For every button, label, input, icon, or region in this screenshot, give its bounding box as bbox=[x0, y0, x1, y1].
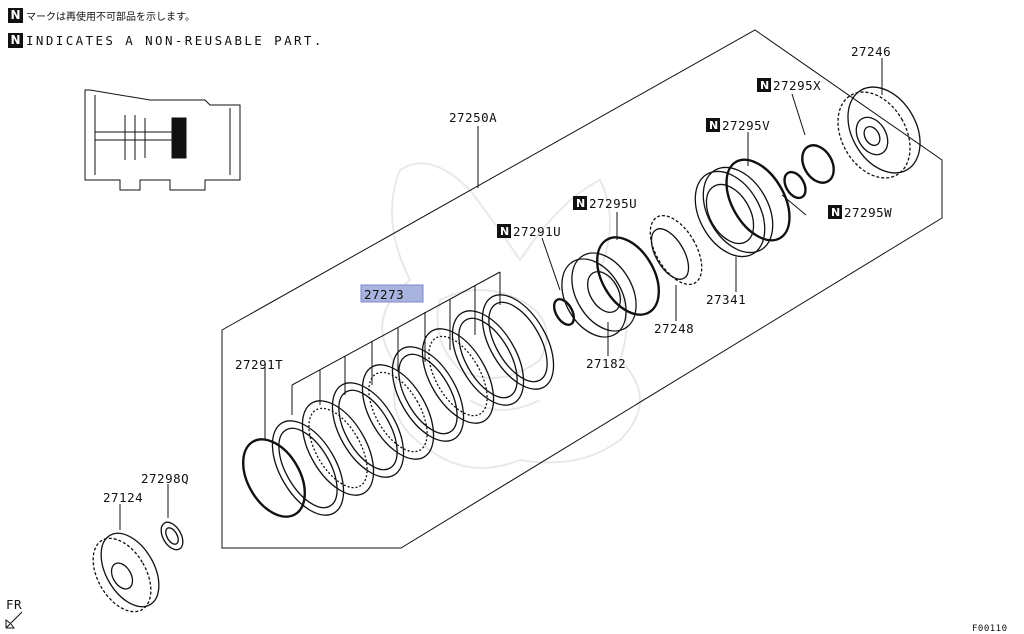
snap-ring-27291t bbox=[242, 438, 306, 518]
label-27291t: 27291T bbox=[235, 357, 283, 372]
legend-english-text: INDICATES A NON-REUSABLE PART. bbox=[26, 33, 324, 48]
marker-n-27295v: N bbox=[709, 119, 718, 132]
label-27298q: 27298Q bbox=[141, 471, 189, 486]
thrust-washer-27298q bbox=[160, 521, 184, 551]
non-reusable-marker-letters: N N N N N bbox=[500, 79, 840, 238]
label-27246: 27246 bbox=[851, 44, 891, 59]
label-27273[interactable]: 27273 bbox=[364, 287, 404, 302]
label-27295w: 27295W bbox=[844, 205, 892, 220]
snap-ring-27291u bbox=[552, 298, 576, 326]
retainer-27341 bbox=[694, 166, 774, 258]
marker-n-27291u: N bbox=[500, 225, 509, 238]
label-27248: 27248 bbox=[654, 321, 694, 336]
piston-27182 bbox=[561, 252, 637, 338]
marker-n-27295u: N bbox=[576, 197, 585, 210]
watermark-emblem bbox=[381, 162, 641, 469]
seal-27295v bbox=[725, 158, 791, 242]
clutch-plates-stack bbox=[271, 294, 555, 516]
label-27250a: 27250A bbox=[449, 110, 497, 125]
clutch-drum-27246 bbox=[837, 86, 921, 179]
non-reusable-badge-icon: N bbox=[8, 8, 23, 23]
figure-code: F00110 bbox=[972, 624, 1008, 634]
seal-27295x bbox=[801, 144, 835, 184]
assembly-27250a-outline bbox=[221, 29, 943, 549]
seal-27295u bbox=[596, 236, 660, 316]
legend-row-english: N INDICATES A NON-REUSABLE PART. bbox=[8, 33, 324, 48]
direction-label: FR bbox=[6, 597, 22, 612]
front-direction-arrow-icon bbox=[5, 611, 23, 629]
leader-lines bbox=[119, 58, 883, 530]
marker-n-27295w: N bbox=[831, 206, 840, 219]
seal-27295w bbox=[783, 170, 807, 200]
return-spring-27248 bbox=[649, 214, 703, 286]
label-27295x: 27295X bbox=[773, 78, 821, 93]
legend-japanese-text: マークは再使用不可部品を示します。 bbox=[26, 12, 195, 23]
marker-n-27295x: N bbox=[760, 79, 769, 92]
clutch-plate-bracket bbox=[291, 271, 501, 415]
non-reusable-badge-icon: N bbox=[8, 33, 23, 48]
label-27295v: 27295V bbox=[722, 118, 770, 133]
label-27341: 27341 bbox=[706, 292, 746, 307]
hub-gear-27124 bbox=[92, 532, 160, 613]
non-reusable-markers bbox=[497, 78, 842, 238]
label-27291u: 27291U bbox=[513, 224, 561, 239]
label-27295u: 27295U bbox=[589, 196, 637, 211]
selected-part-highlight bbox=[360, 284, 424, 303]
label-27124: 27124 bbox=[103, 490, 143, 505]
legend-row-japanese: N マークは再使用不可部品を示します。 bbox=[8, 8, 195, 23]
label-27182: 27182 bbox=[586, 356, 626, 371]
transmission-thumbnail bbox=[84, 89, 241, 191]
